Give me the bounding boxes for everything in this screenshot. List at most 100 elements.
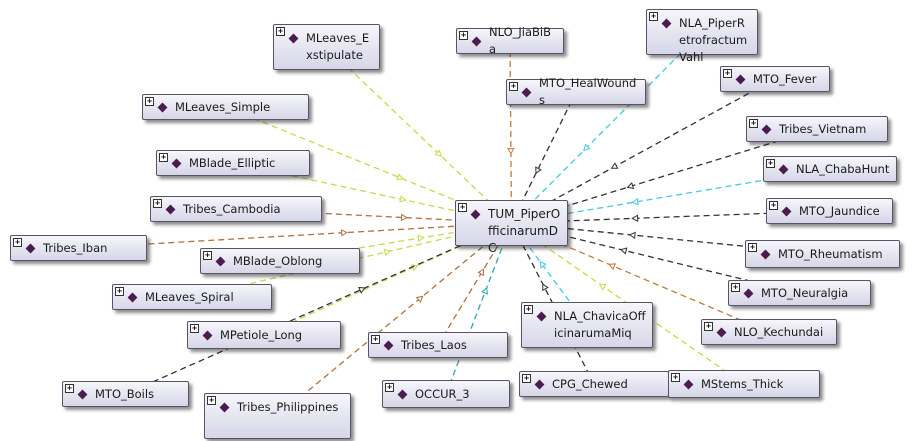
node-mleaves-exstipulate[interactable]: + MLeaves_Exstipulate (273, 24, 380, 70)
individual-diamond-icon (202, 330, 213, 340)
individual-diamond-icon (288, 33, 299, 44)
expand-icon[interactable]: + (159, 153, 168, 162)
node-mblade-elliptic[interactable]: + MBlade_Elliptic (156, 150, 310, 176)
arrowhead-mblade_oblong (417, 234, 425, 243)
expand-icon[interactable]: + (459, 31, 468, 40)
node-mto-fever[interactable]: + MTO_Fever (720, 66, 830, 92)
node-occur-3[interactable]: + OCCUR_3 (382, 380, 510, 408)
node-label: MLeaves_Spiral (145, 289, 234, 304)
expand-icon[interactable]: + (65, 384, 74, 393)
node-mto-rheumatism[interactable]: + MTO_Rheumatism (745, 240, 900, 268)
edge-mleaves_exstipulate (326, 46, 512, 224)
node-nlo-kechundai[interactable]: + NLO_Kechundai (701, 319, 837, 345)
node-label: MTO_HealWounds (539, 76, 637, 107)
expand-icon[interactable]: + (766, 159, 775, 168)
node-label: Tribes_Iban (43, 240, 108, 255)
node-label: CPG_Chewed (552, 376, 628, 391)
expand-icon[interactable]: + (153, 199, 162, 208)
individual-diamond-icon (781, 206, 792, 216)
node-mto-jaundice[interactable]: + MTO_Jaundice (766, 198, 893, 224)
node-tribes-philippines[interactable]: + Tribes_Philippines (204, 393, 351, 439)
expand-icon[interactable]: + (203, 251, 212, 260)
expand-icon[interactable]: + (13, 238, 22, 247)
node-nla-piperretrofractumvahl[interactable]: + NLA_PiperRetrofractumVahl (646, 9, 758, 64)
node-nlo-jiabiba[interactable]: + NLO_JiaBiBa (456, 25, 564, 56)
node-mleaves-simple[interactable]: + MLeaves_Simple (142, 94, 309, 120)
individual-diamond-icon (760, 249, 771, 259)
individual-diamond-icon (165, 204, 176, 214)
individual-diamond-icon (534, 379, 545, 389)
arrowhead-mpetiole_long (410, 264, 419, 272)
node-center[interactable]: + TUM_PiperOfficinarumDC (455, 200, 568, 255)
arrowhead-mleaves_spiral (383, 248, 392, 257)
edge-mblade_elliptic (232, 162, 512, 224)
node-label: MTO_Jaundice (799, 203, 880, 218)
expand-icon[interactable]: + (649, 12, 658, 21)
individual-diamond-icon (683, 379, 694, 389)
arrowhead-mto_jaundice (631, 214, 639, 222)
expand-icon[interactable]: + (190, 324, 199, 333)
edge-mleaves_simple (225, 106, 512, 224)
node-mto-neuralgia[interactable]: + MTO_Neuralgia (728, 280, 871, 306)
arrowhead-mto_neuralgia (619, 247, 628, 255)
node-mleaves-spiral[interactable]: + MLeaves_Spiral (112, 284, 272, 310)
node-label: NLA_ChabaHunt (796, 161, 890, 176)
expand-icon[interactable]: + (371, 335, 380, 344)
expand-icon[interactable]: + (524, 305, 533, 314)
node-label: MTO_Boils (95, 386, 155, 401)
expand-icon[interactable]: + (748, 243, 757, 252)
edge-nla_piperretrofractumvahl (511, 31, 703, 224)
expand-icon[interactable]: + (276, 27, 285, 36)
node-label: MStems_Thick (701, 376, 784, 391)
individual-diamond-icon (77, 389, 88, 399)
individual-diamond-icon (127, 292, 138, 302)
node-nla-chabahunt[interactable]: + NLA_ChabaHunt (763, 156, 897, 182)
edge-tribes_philippines (277, 222, 512, 417)
node-tribes-cambodia[interactable]: + Tribes_Cambodia (150, 196, 322, 222)
expand-icon[interactable]: + (749, 119, 758, 128)
expand-icon[interactable]: + (723, 69, 732, 78)
node-label: NLA_PiperRetrofractumVahl (679, 16, 748, 64)
arrowhead-tribes_vietnam (626, 182, 635, 190)
edge-mto_fever (511, 78, 776, 224)
expand-icon[interactable]: + (115, 287, 124, 296)
edge-tribes_iban (78, 222, 512, 249)
node-label: TUM_PiperOfficinarumDC (488, 207, 561, 255)
edge-occur_3 (445, 222, 513, 395)
expand-icon[interactable]: + (145, 97, 154, 106)
expand-icon[interactable]: + (458, 203, 467, 212)
node-mpetiole-long[interactable]: + MPetiole_Long (187, 321, 341, 349)
node-mto-boils[interactable]: + MTO_Boils (62, 381, 189, 407)
individual-diamond-icon (470, 209, 481, 220)
node-label: MTO_Rheumatism (778, 246, 883, 261)
individual-diamond-icon (219, 402, 230, 413)
arrowhead-tribes_cambodia (400, 213, 408, 222)
arrowhead-occur_3 (481, 287, 489, 295)
expand-icon[interactable]: + (671, 373, 680, 382)
expand-icon[interactable]: + (704, 322, 713, 331)
node-label: MTO_Fever (753, 71, 817, 86)
node-cpg-chewed[interactable]: + CPG_Chewed (519, 371, 669, 397)
expand-icon[interactable]: + (522, 374, 531, 383)
individual-diamond-icon (383, 340, 394, 350)
expand-icon[interactable]: + (509, 82, 518, 91)
node-tribes-laos[interactable]: + Tribes_Laos (368, 332, 508, 358)
node-tribes-vietnam[interactable]: + Tribes_Vietnam (746, 116, 888, 142)
node-mstems-thick[interactable]: + MStems_Thick (668, 370, 820, 398)
individual-diamond-icon (661, 18, 672, 29)
node-label: NLA_ChavicaOfficinarumaMiq (554, 309, 646, 340)
node-nla-chavicaofficinarummiq[interactable]: + NLA_ChavicaOfficinarumaMiq (521, 302, 653, 348)
node-tribes-iban[interactable]: + Tribes_Iban (10, 235, 147, 261)
node-mto-healwounds[interactable]: + MTO_HealWounds (506, 76, 646, 107)
individual-diamond-icon (471, 36, 482, 46)
node-label: MBlade_Oblong (233, 253, 323, 268)
node-label: MPetiole_Long (220, 327, 303, 342)
node-mblade-oblong[interactable]: + MBlade_Oblong (200, 248, 360, 274)
node-label: MLeaves_Exstipulate (306, 31, 370, 62)
arrowhead-mleaves_exstipulate (434, 149, 442, 157)
expand-icon[interactable]: + (769, 201, 778, 210)
expand-icon[interactable]: + (385, 383, 394, 392)
edge-tribes_laos (437, 222, 513, 346)
expand-icon[interactable]: + (731, 283, 740, 292)
expand-icon[interactable]: + (207, 396, 216, 405)
